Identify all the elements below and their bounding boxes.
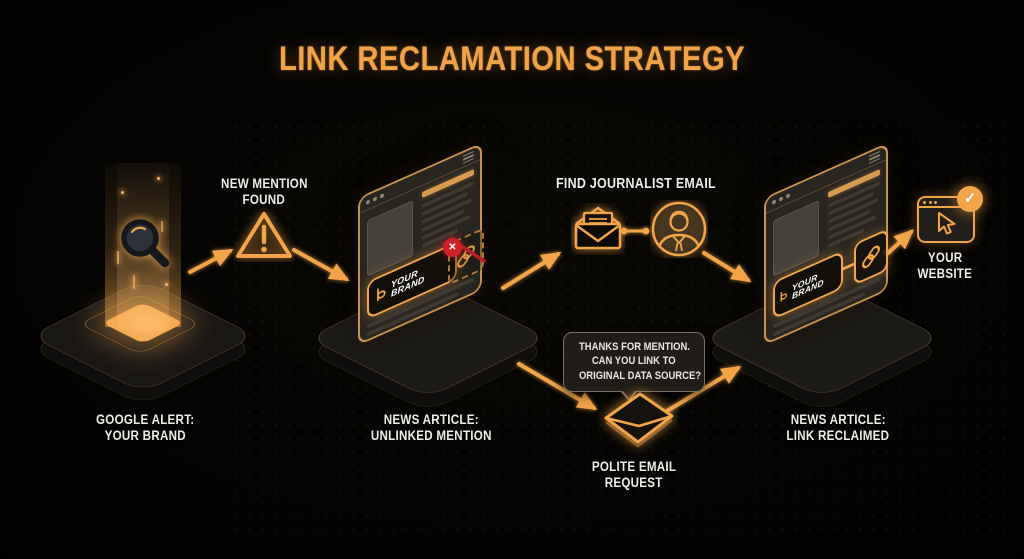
brand-badge: YOUR BRAND [367,241,457,320]
window-menu-icon [463,150,474,165]
arrow-mention-to-article [292,248,350,281]
check-badge-icon: ✓ [957,186,983,212]
arrow-article-to-email [501,251,562,290]
news-article-reclaimed-window: YOUR BRAND [764,142,888,346]
arrow-avatar-to-article [702,251,752,283]
news-reclaimed-label: NEWS ARTICLE: LINK RECLAIMED [786,412,890,444]
warning-triangle-icon [236,212,292,258]
brand-logo-icon [377,288,386,302]
chain-link-icon [862,245,880,269]
magnifier-icon [121,219,170,268]
brand-badge: YOUR BRAND [773,250,843,320]
page-title: LINK RECLAMATION STRATEGY [278,40,746,78]
brand-logo-icon [780,291,788,302]
polite-envelope-icon [604,392,674,448]
polite-email-label: POLITE EMAIL REQUEST [591,459,677,491]
journalist-avatar-icon [651,201,707,257]
window-dots-icon [366,193,384,206]
your-website-label: YOUR WEBSITE [917,250,973,282]
news-unlinked-label: NEWS ARTICLE: UNLINKED MENTION [370,412,492,444]
arrow-alert-to-mention [188,249,234,274]
broken-link-x-badge: ✕ [443,238,462,257]
new-mention-label: NEW MENTION FOUND [220,176,308,208]
window-menu-icon [869,150,880,165]
open-envelope-icon [574,206,622,250]
connector-dot [642,227,650,235]
reclaimed-link-box [854,228,888,286]
find-journalist-email-label: FIND JOURNALIST EMAIL [556,176,716,192]
google-alert-label: GOOGLE ALERT: YOUR BRAND [95,412,195,444]
your-website-icon: ✓ [917,186,983,243]
cursor-icon [938,212,956,235]
window-dots-icon [919,198,973,208]
window-dots-icon [772,193,790,206]
speech-bubble: THANKS FOR MENTION. CAN YOU LINK TO ORIG… [563,332,705,401]
